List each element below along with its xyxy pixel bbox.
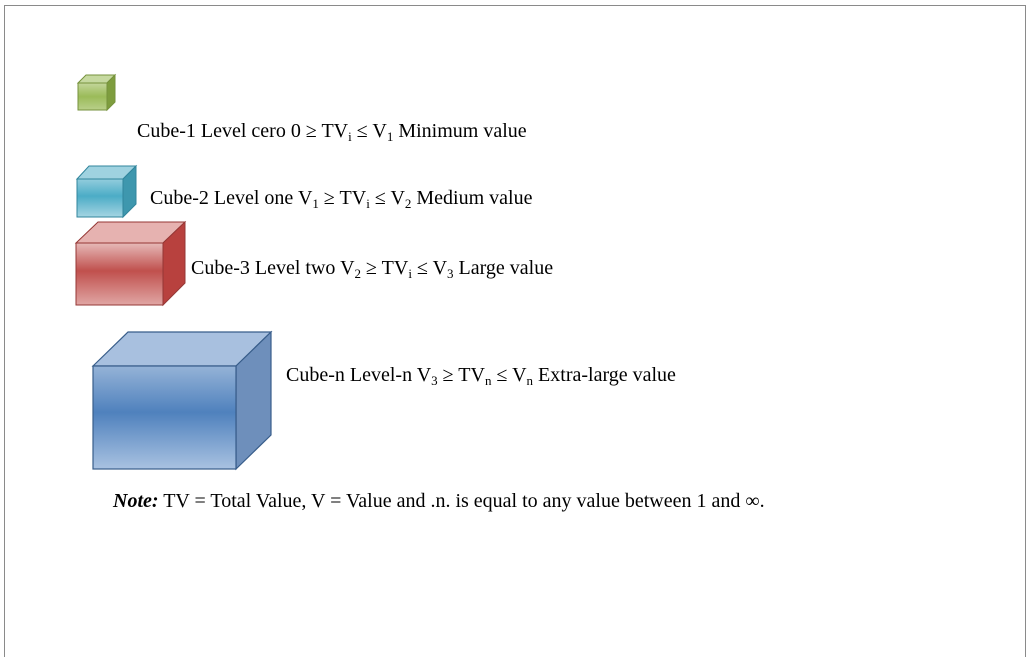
footnote-tag: Note: (113, 490, 159, 512)
cube-3-red-icon (74, 220, 187, 307)
cube-n-blue-icon (91, 330, 273, 471)
cube-1-green-icon (76, 73, 117, 112)
cube-2-label: Cube-2 Level one V1 ≥ TVi ≤ V2 Medium va… (150, 187, 533, 211)
footnote-text: TV = Total Value, V = Value and .n. is e… (163, 490, 765, 512)
cube-2-teal-icon (75, 164, 138, 219)
footnote: Note: TV = Total Value, V = Value and .n… (113, 490, 765, 512)
figure-frame (4, 5, 1026, 657)
cube-1-label: Cube-1 Level cero 0 ≥ TVi ≤ V1 Minimum v… (137, 120, 527, 144)
cube-3-label: Cube-3 Level two V2 ≥ TVi ≤ V3 Large val… (191, 257, 554, 281)
cube-n-label: Cube-n Level-n V3 ≥ TVn ≤ Vn Extra-large… (286, 364, 676, 388)
